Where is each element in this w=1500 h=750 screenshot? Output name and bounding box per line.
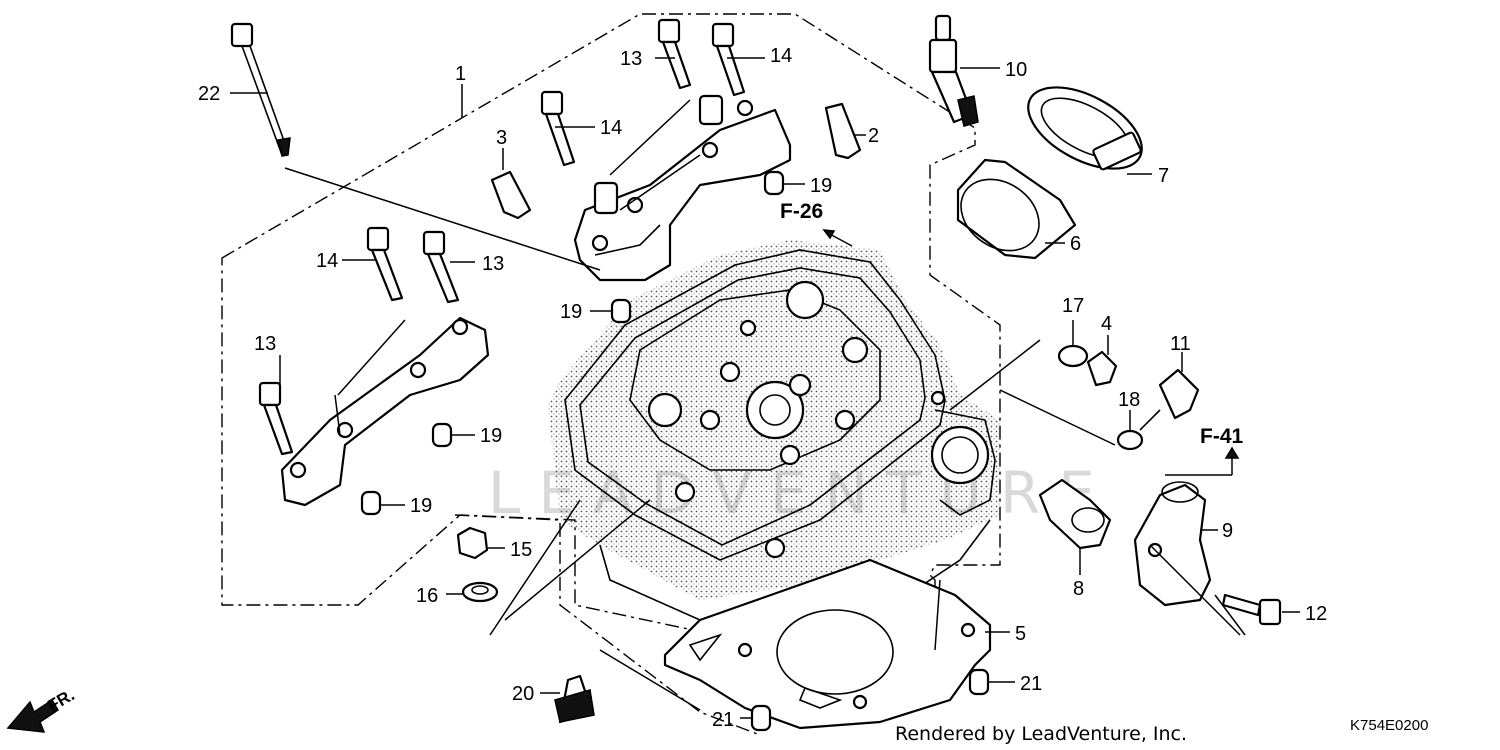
dowel-pin-21-a (968, 668, 990, 696)
spark-plug-10 (928, 14, 979, 127)
footer-credit: Rendered by LeadVenture, Inc. (895, 723, 1187, 745)
camshaft-holder-lower (280, 316, 490, 507)
reference-label-f41: F-41 (1200, 425, 1244, 448)
thermostat-8 (1038, 478, 1112, 550)
leader-lines (230, 57, 1300, 719)
bolt-13-top (657, 18, 692, 90)
diagram-code: K754E0200 (1350, 717, 1428, 734)
dowel-pin-19-b (610, 298, 632, 324)
insulator-band-7 (1027, 86, 1143, 171)
callout-19-b: 19 (560, 301, 582, 323)
bolt-22 (230, 22, 291, 157)
callout-21-b: 21 (712, 709, 734, 731)
callout-6: 6 (1070, 233, 1081, 255)
callout-20: 20 (512, 683, 534, 705)
callout-22: 22 (198, 83, 220, 105)
callout-16: 16 (416, 585, 438, 607)
bolt-12 (1221, 593, 1282, 626)
o-ring-17 (1057, 344, 1089, 368)
bolt-13-lower (258, 381, 294, 456)
washer-16 (461, 581, 499, 603)
callout-11: 11 (1170, 333, 1191, 355)
callout-19-c: 19 (480, 425, 502, 447)
camshaft-holder-upper (573, 94, 792, 282)
dowel-pin-21-b (750, 704, 772, 732)
assembly-boundary-cylinder-head (221, 13, 1001, 641)
bolt-14-mid (540, 90, 576, 167)
callout-21-a: 21 (1020, 673, 1042, 695)
water-joint-9 (1133, 481, 1212, 607)
dowel-pin-19-a (763, 170, 785, 196)
callout-15: 15 (510, 539, 532, 561)
nut-15 (456, 526, 489, 560)
callout-13-lower: 13 (254, 333, 276, 355)
callout-9: 9 (1222, 520, 1233, 542)
callout-2: 2 (868, 125, 879, 147)
dowel-pin-19-d (360, 490, 382, 516)
callout-5: 5 (1015, 623, 1026, 645)
callout-14-top: 14 (770, 45, 792, 67)
cylinder-head (548, 240, 1000, 631)
callout-8: 8 (1073, 578, 1084, 600)
assembly-boundary-gasket (454, 514, 761, 736)
callout-19-a: 19 (810, 175, 832, 197)
valve-guide-3 (490, 170, 532, 220)
stud-bolt-20 (554, 674, 595, 724)
cylinder-head-gasket (663, 558, 992, 730)
bolt-14-top (711, 22, 746, 97)
sensor-11 (1139, 368, 1200, 431)
front-direction-arrow: FR. (6, 685, 78, 733)
sealing-bolt-4 (1086, 350, 1118, 387)
callout-3: 3 (496, 127, 507, 149)
sealing-washer-18 (1116, 429, 1144, 451)
callout-7: 7 (1158, 165, 1169, 187)
callout-1: 1 (455, 63, 466, 85)
callout-10: 10 (1005, 59, 1027, 81)
callout-13-left: 13 (482, 253, 504, 275)
valve-guide-2 (824, 102, 862, 160)
callout-14-left: 14 (316, 250, 338, 272)
callout-13-top: 13 (620, 48, 642, 70)
bolt-14-left (366, 226, 404, 302)
callout-17: 17 (1062, 295, 1084, 317)
dowel-pin-19-c (431, 422, 453, 448)
callout-4: 4 (1101, 313, 1112, 335)
callout-18: 18 (1118, 389, 1140, 411)
reference-label-f26: F-26 (780, 200, 823, 223)
bolt-13-left (422, 230, 460, 304)
callout-14-mid: 14 (600, 117, 622, 139)
callout-19-d: 19 (410, 495, 432, 517)
intake-insulator-6 (956, 158, 1077, 260)
callout-12: 12 (1305, 603, 1327, 625)
